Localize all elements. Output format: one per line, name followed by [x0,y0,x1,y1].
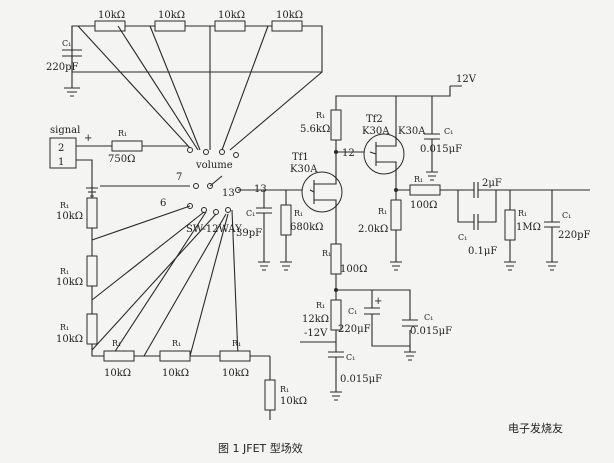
bot-r4-value: 10kΩ [280,396,307,407]
rd-value: 5.6kΩ [300,124,330,135]
left-r1-name: R₁ [60,201,69,210]
rs-value: 100Ω [340,264,367,275]
figure-caption: 图 1 JFET 型场效 [218,441,303,455]
cr1-name: C₁ [62,39,71,48]
rr1-value: 750Ω [108,154,135,165]
c220-name: C₁ [348,307,357,316]
switch-pos-7: 7 [176,172,182,183]
bot-r3-value: 10kΩ [222,368,249,379]
rd-name: R₁ [316,111,325,120]
cfb-value: 39pF [236,228,262,239]
left-r2-name: R₁ [60,267,69,276]
tf2-part-2: K30A [398,126,426,137]
bot-r4-name: R₁ [280,385,289,394]
volume-label: volume [195,160,233,171]
switch-pos-13a: 13 [222,188,235,199]
rl-value: 1MΩ [516,222,541,233]
bot-r1-value: 10kΩ [104,368,131,379]
rl-name: R₁ [518,209,527,218]
vminus-label: -12V [304,328,328,339]
vplus-label: 12V [456,74,477,85]
top-r4-label: 10kΩ [276,10,303,21]
c015b-value: 0.015μF [410,326,452,337]
rg-value: 680kΩ [290,222,323,233]
jfet-tf1: Tf1 K30A [290,152,343,213]
node-12: 12 [342,148,355,159]
pin-1: 1 [58,157,64,168]
bot-r2-name: R₁ [172,339,181,348]
tf1-part: K30A [290,164,318,175]
cl-name: C₁ [562,211,571,220]
signal-input: 2 1 signal + R₁ 750Ω [49,125,188,197]
gate-network: C₁ 39pF R₁ 680kΩ [236,189,323,271]
c220-plus: + [374,296,382,307]
cr1-value: 220pF [46,62,78,73]
rg-name: R₁ [294,209,303,218]
c015c-name: C₁ [346,353,355,362]
rs2-name: R₁ [378,207,387,216]
tf2-source: R₁ 2.0kΩ [358,180,402,271]
c-top-value: 0.015μF [420,144,462,155]
switch-name: SW-12WAY [186,224,242,235]
tf2-part: K30A [362,126,390,137]
c015b-name: C₁ [424,313,433,322]
plus-sign: + [84,133,92,144]
rr1-name: R₁ [118,129,127,138]
input-cap-cr1: C₁ 220pF [46,26,82,97]
switch-pos-6: 6 [160,198,166,209]
left-r3-value: 10kΩ [56,334,83,345]
top-resistor-chain: 10kΩ 10kΩ 10kΩ 10kΩ [71,10,323,73]
r12k-value: 12kΩ [302,314,329,325]
c220-value: 220μF [338,324,371,335]
c015c-value: 0.015μF [340,374,382,385]
rout-value: 100Ω [410,200,437,211]
tf1-source: R₁ 100Ω R₁ 12kΩ -12V + C₁ 220μF C₁ 0.015… [300,212,452,401]
watermark: 电子发烧友 [508,421,563,435]
cout2-name: C₁ [458,233,467,242]
left-r1-value: 10kΩ [56,211,83,222]
supply-cap: C₁ 0.015μF [420,96,462,181]
bot-r3-name: R₁ [232,339,241,348]
cl-value: 220pF [558,230,590,241]
cout-value: 2μF [482,178,502,189]
tf2-name: Tf2 [366,114,383,125]
top-r3-label: 10kΩ [218,10,245,21]
left-r3-name: R₁ [60,323,69,332]
cout2-value: 0.1μF [468,246,497,257]
jfet-tf2: Tf2 K30A K30A [362,96,426,180]
bot-r1-name: R₁ [112,339,121,348]
signal-label: signal [50,125,80,136]
rs-name: R₁ [322,249,331,258]
top-r2-label: 10kΩ [158,10,185,21]
left-r2-value: 10kΩ [56,277,83,288]
top-fan-wires [77,25,323,151]
cfb-name: C₁ [246,209,255,218]
rout-name: R₁ [414,175,423,184]
bot-r2-value: 10kΩ [162,368,189,379]
tf1-name: Tf1 [292,152,309,163]
output-network: R₁ 100Ω 2μF C₁ 0.1μF R₁ 1MΩ C₁ 220pF [396,175,590,271]
top-r1-label: 10kΩ [98,10,125,21]
bottom-resistor-chain: R₁ 10kΩ R₁ 10kΩ R₁ 10kΩ R₁ 10kΩ [103,339,307,420]
left-resistor-ladder: R₁ 10kΩ R₁ 10kΩ R₁ 10kΩ [56,186,270,357]
c-top-name: C₁ [444,127,453,136]
pin-2: 2 [58,143,64,154]
rs2-value: 2.0kΩ [358,224,388,235]
drain-rail: R₁ 5.6kΩ 12V 12 [300,74,477,172]
r12k-name: R₁ [316,301,325,310]
